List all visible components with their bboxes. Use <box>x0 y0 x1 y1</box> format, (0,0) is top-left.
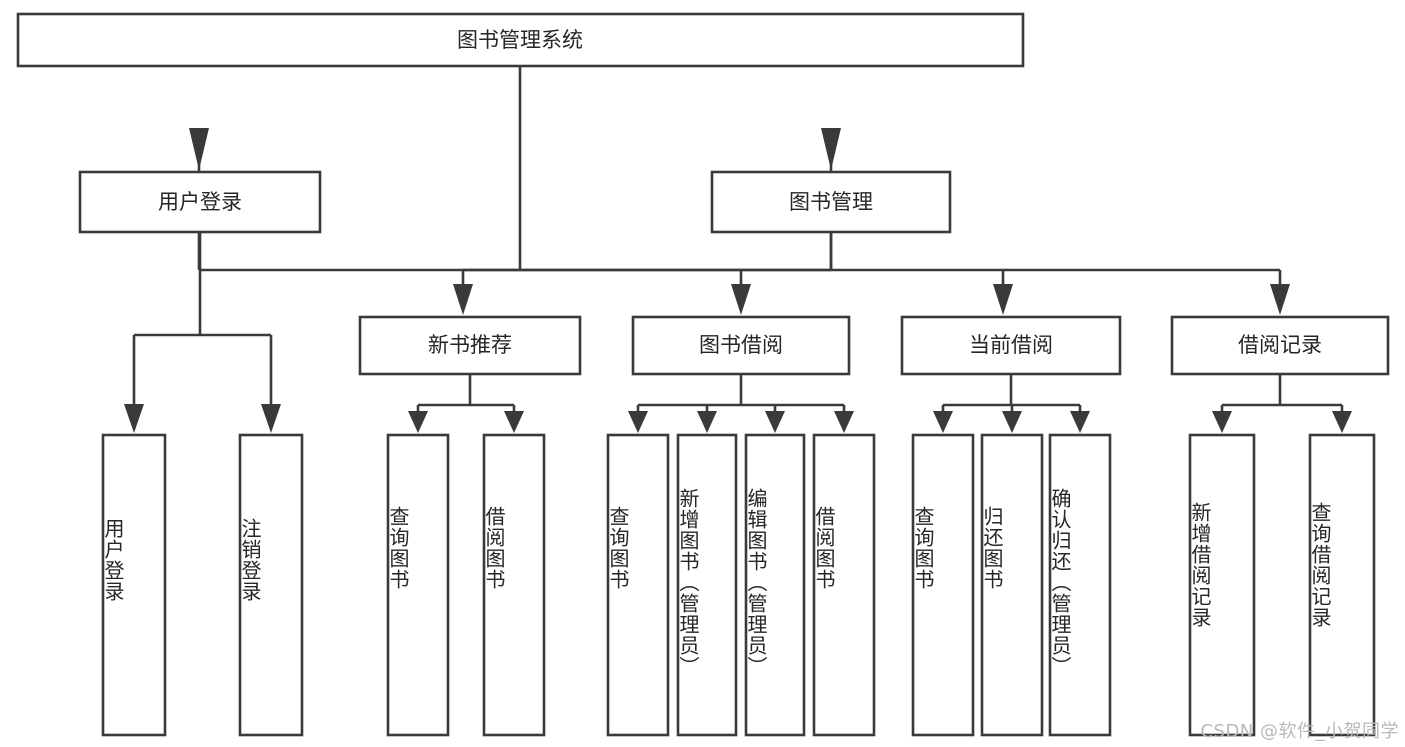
connector-group-new-book-recommend <box>416 374 516 412</box>
arrow-head-icon-to-leaf-query-book-1 <box>408 411 428 433</box>
arrow-head-icon-to-leaf-return-book <box>1002 411 1022 433</box>
node-root-label: 图书管理系统 <box>457 28 583 52</box>
leaf-boxes <box>101 433 1376 737</box>
watermark-text: CSDN @软件_小贺同学 <box>1200 721 1399 742</box>
leaf-add-record-box[interactable] <box>1188 433 1256 737</box>
arrow-head-icon-to-current-borrow <box>993 284 1013 315</box>
connector-group-book-manage <box>461 232 1282 285</box>
node-borrow-record[interactable]: 借阅记录 <box>1170 315 1390 376</box>
connector-group-current-borrow <box>941 374 1082 412</box>
node-borrow-record-label: 借阅记录 <box>1238 333 1322 357</box>
arrow-head-icon-to-user-login <box>189 128 209 170</box>
connector-group-book-borrow <box>636 374 846 412</box>
node-root[interactable]: 图书管理系统 <box>16 12 1025 68</box>
arrow-head-icon-to-leaf-query-book-2 <box>628 411 648 433</box>
leaf-return-book-box[interactable] <box>980 433 1044 737</box>
node-current-borrow[interactable]: 当前借阅 <box>900 315 1122 376</box>
node-user-login-label: 用户登录 <box>158 190 242 214</box>
node-new-book-recommend[interactable]: 新书推荐 <box>358 315 582 376</box>
leaf-query-book-2-box[interactable] <box>606 433 670 737</box>
node-root-box[interactable] <box>16 12 1025 68</box>
arrow-head-icon-to-leaf-borrow-book-1 <box>504 411 524 433</box>
arrow-head-icon-to-book-borrow <box>731 284 751 315</box>
arrow-head-icon-to-new-book-recommend <box>453 284 473 315</box>
leaf-confirm-return-box[interactable] <box>1048 433 1112 737</box>
node-borrow-record-box[interactable] <box>1170 315 1390 376</box>
node-current-borrow-box[interactable] <box>900 315 1122 376</box>
arrow-head-icon-to-leaf-add-book <box>697 411 717 433</box>
node-book-borrow-box[interactable] <box>631 315 851 376</box>
arrow-head-icon-to-book-manage <box>821 128 841 170</box>
arrow-head-icon-to-leaf-query-book-3 <box>933 411 953 433</box>
connector-group-borrow-record <box>1220 374 1344 412</box>
arrow-head-icon-to-leaf-logout-login <box>261 404 281 433</box>
arrow-head-icon-to-borrow-record <box>1270 284 1290 315</box>
leaf-query-book-3-box[interactable] <box>911 433 975 737</box>
arrow-head-icon-to-leaf-borrow-book-2 <box>834 411 854 433</box>
node-book-borrow-label: 图书借阅 <box>699 333 783 357</box>
node-book-manage[interactable]: 图书管理 <box>710 170 952 234</box>
connector-group-user-login <box>132 232 273 405</box>
leaf-logout-login-box[interactable] <box>238 433 304 737</box>
arrow-head-icon-to-leaf-query-record <box>1332 411 1352 433</box>
leaf-query-record-box[interactable] <box>1308 433 1376 737</box>
leaf-user-login-box[interactable] <box>101 433 167 737</box>
leaf-borrow-book-1-box[interactable] <box>482 433 546 737</box>
node-book-manage-box[interactable] <box>710 170 952 234</box>
node-user-login[interactable]: 用户登录 <box>78 170 322 234</box>
arrow-heads <box>124 128 1352 433</box>
arrow-head-icon-to-leaf-add-record <box>1212 411 1232 433</box>
arrow-head-icon-to-leaf-confirm-return <box>1070 411 1090 433</box>
arrow-head-icon-to-leaf-edit-book <box>765 411 785 433</box>
node-book-manage-label: 图书管理 <box>789 190 873 214</box>
node-book-borrow[interactable]: 图书借阅 <box>631 315 851 376</box>
node-new-book-recommend-box[interactable] <box>358 315 582 376</box>
node-new-book-recommend-label: 新书推荐 <box>428 333 512 357</box>
leaf-edit-book-box[interactable] <box>744 433 806 737</box>
leaf-query-book-1-box[interactable] <box>386 433 450 737</box>
node-current-borrow-label: 当前借阅 <box>969 333 1053 357</box>
leaf-borrow-book-2-box[interactable] <box>812 433 876 737</box>
leaf-add-book-box[interactable] <box>676 433 738 737</box>
connector-group-root <box>197 66 833 272</box>
arrow-head-icon-to-leaf-user-login <box>124 404 144 433</box>
